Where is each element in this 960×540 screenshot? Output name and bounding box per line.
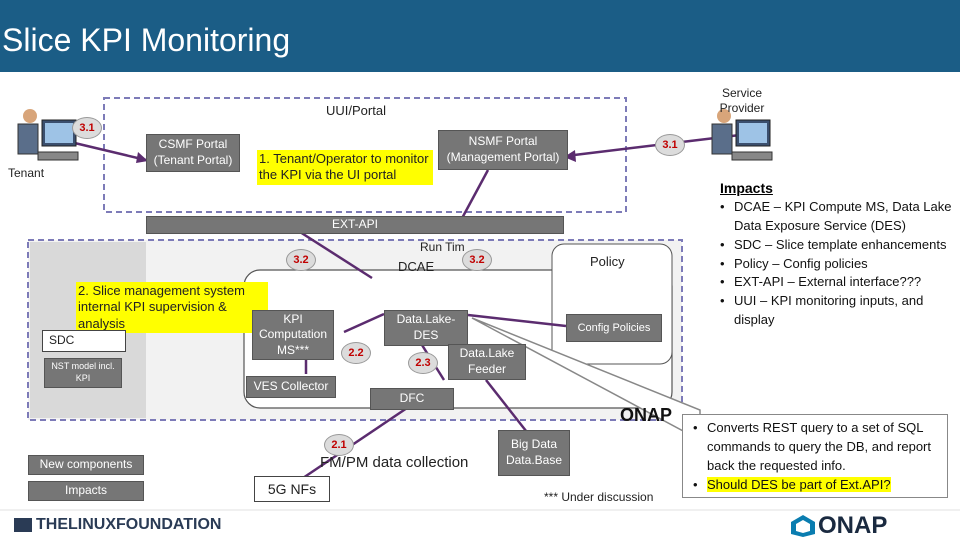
under-discussion-note: *** Under discussion [544,490,654,504]
lf-mark-icon [14,518,32,532]
uui-portal-label: UUI/Portal [326,103,386,118]
badge-3-2-left: 3.2 [286,249,316,271]
sp-nsmf-head [564,150,576,162]
onap-label: ONAP [620,405,673,425]
feeder-bigdata-arrow [485,379,531,437]
des-callout: Converts REST query to a set of SQL comm… [682,414,948,498]
page-title: Slice KPI Monitoring [2,22,291,58]
step2-note: 2. Slice management system internal KPI … [76,282,268,333]
nsmf-extapi-arrow [458,169,490,223]
legend-impacts: Impacts [28,481,144,501]
step1-note: 1. Tenant/Operator to monitor the KPI vi… [257,150,433,185]
sdc-box[interactable]: SDC [42,330,126,352]
callout-item: Converts REST query to a set of SQL comm… [685,419,945,476]
nst-model-box[interactable]: NST model incl. KPI [44,358,122,388]
dfc-box[interactable]: DFC [370,388,454,410]
run-time-label: Run Tim [420,240,465,254]
policy-label: Policy [590,254,625,269]
uui-frame [103,97,627,213]
kpi-computation-box[interactable]: KPI Computation MS*** [252,310,334,360]
onap-logo: ONAP [790,512,887,540]
config-policies-box[interactable]: Config Policies [566,314,662,342]
sp-nsmf-arrow [565,133,741,158]
badge-3-1-left: 3.1 [72,117,102,139]
tenant-computer-icon [17,109,79,161]
impact-item: UUI – KPI monitoring inputs, and display [712,292,952,330]
lf-logo-text: THELINUXFOUNDATION [36,516,222,533]
tenant-label: Tenant [8,166,45,180]
dcae-label: DCAE [398,259,435,274]
badge-3-2-right: 3.2 [462,249,492,271]
des-kpi-arrow [343,312,385,334]
csmf-portal-box[interactable]: CSMF Portal (Tenant Portal) [146,134,240,172]
ves-collector-box[interactable]: VES Collector [246,376,336,398]
big-data-box[interactable]: Big Data Data.Base [498,430,570,476]
fm-pm-label: FM/PM data collection [320,454,469,471]
impact-item: SDC – Slice template enhancements [712,236,952,255]
nfs-dfc-arrow [299,404,411,482]
impacts-heading: Impacts [720,180,773,196]
service-provider-computer-icon [711,109,773,161]
callout-question: Should DES be part of Ext.API? [707,476,891,492]
linux-foundation-logo: THELINUXFOUNDATION [14,516,221,534]
badge-2-3: 2.3 [408,352,438,374]
impacts-list: DCAE – KPI Compute MS, Data Lake Data Ex… [712,198,952,330]
service-provider-label: Service Provider [719,86,765,115]
datalake-des-box[interactable]: Data.Lake-DES [384,310,468,346]
tenant-csmf-head [136,152,148,163]
impact-item: DCAE – KPI Compute MS, Data Lake Data Ex… [712,198,952,236]
callout-item: Should DES be part of Ext.API? [685,476,945,495]
nsmf-portal-box[interactable]: NSMF Portal (Management Portal) [438,130,568,170]
impacts-panel: Impacts DCAE – KPI Compute MS, Data Lake… [712,180,952,330]
extapi-dcae-arrow [299,230,373,280]
impact-item: EXT-API – External interface??? [712,273,952,292]
5g-nfs-box[interactable]: 5G NFs [254,476,330,502]
legend-new-components: New components [28,455,144,475]
datalake-feeder-box[interactable]: Data.Lake Feeder [448,344,526,380]
onap-mark-icon [791,515,815,537]
policy-des-arrow [467,313,567,328]
impact-item: Policy – Config policies [712,255,952,274]
onap-logo-text: ONAP [818,512,888,539]
badge-2-2: 2.2 [341,342,371,364]
badge-2-1: 2.1 [324,434,354,456]
title-bar: Slice KPI Monitoring [0,0,960,72]
badge-3-1-right: 3.1 [655,134,685,156]
ext-api-box[interactable]: EXT-API [146,216,564,234]
